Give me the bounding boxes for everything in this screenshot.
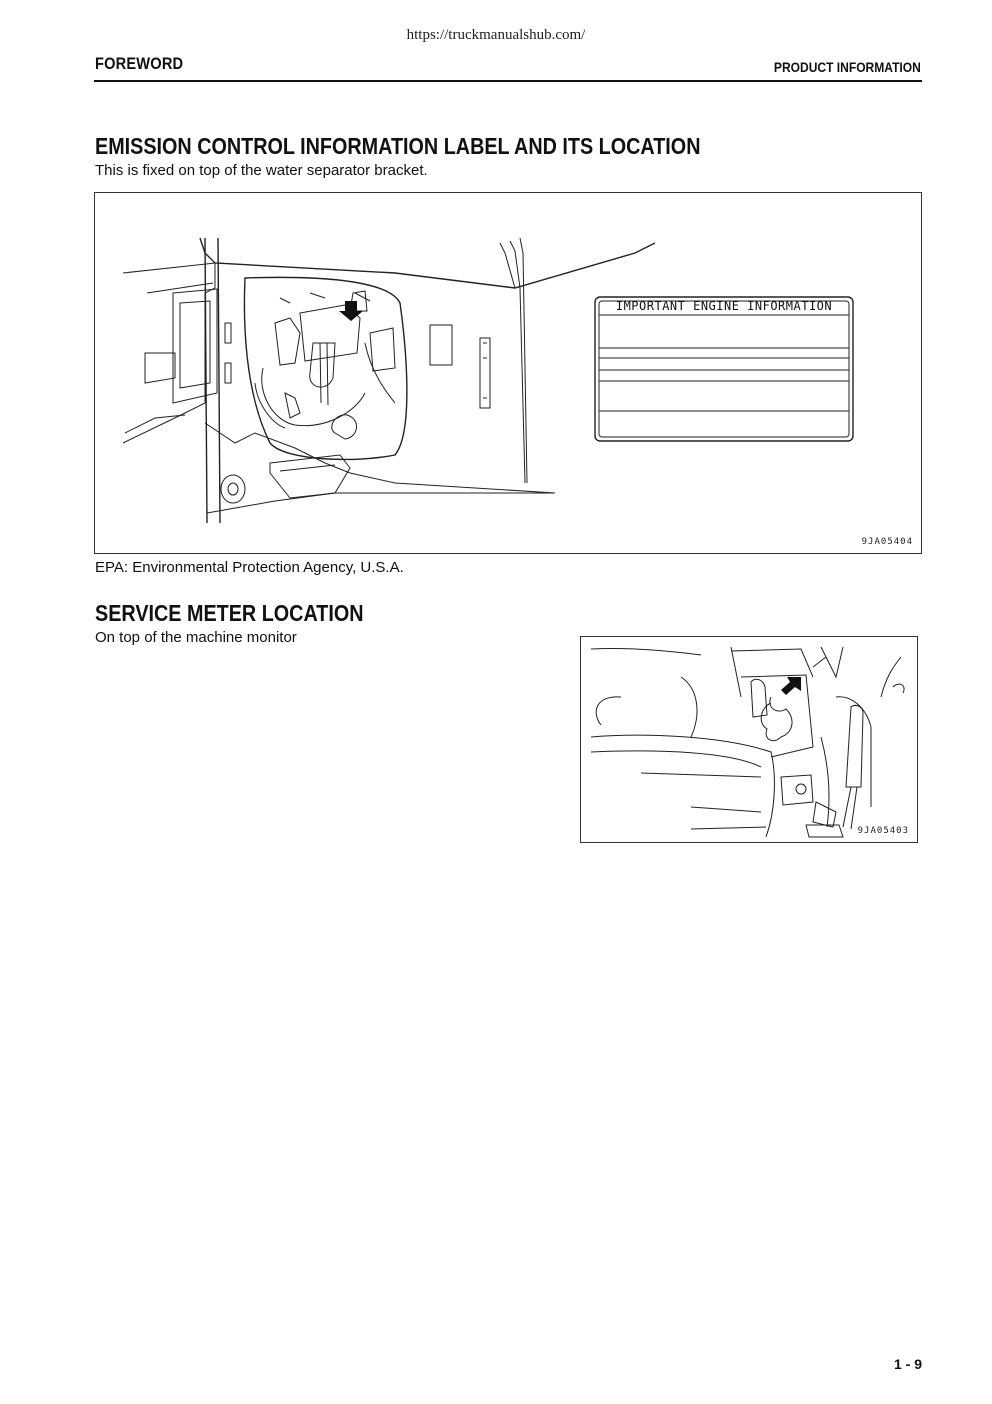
figure-machine-monitor: 9JA05403 xyxy=(580,636,918,843)
source-url[interactable]: https://truckmanualshub.com/ xyxy=(406,27,586,43)
page-number: 1 - 9 xyxy=(893,1356,922,1372)
figure-code-service-meter: 9JA05403 xyxy=(855,826,909,836)
machine-monitor-illustration xyxy=(590,646,905,838)
epa-note: EPA: Environmental Protection Agency, U.… xyxy=(95,559,404,576)
section-text-service-meter: On top of the machine monitor xyxy=(95,629,297,646)
figure-code-emission: 9JA05404 xyxy=(861,537,913,547)
figure-engine-compartment: IMPORTANT ENGINE INFORMATION 9JA05404 xyxy=(94,192,922,554)
section-title-service-meter: SERVICE METER LOCATION xyxy=(95,600,364,626)
engine-compartment-illustration xyxy=(122,237,854,524)
header-section: PRODUCT INFORMATION xyxy=(774,59,921,75)
header-chapter: FOREWORD xyxy=(95,54,184,73)
engine-info-label-title: IMPORTANT ENGINE INFORMATION xyxy=(615,299,833,313)
header-rule xyxy=(94,80,922,82)
section-text-emission-label: This is fixed on top of the water separa… xyxy=(95,162,428,179)
section-title-emission-label: EMISSION CONTROL INFORMATION LABEL AND I… xyxy=(95,133,701,159)
